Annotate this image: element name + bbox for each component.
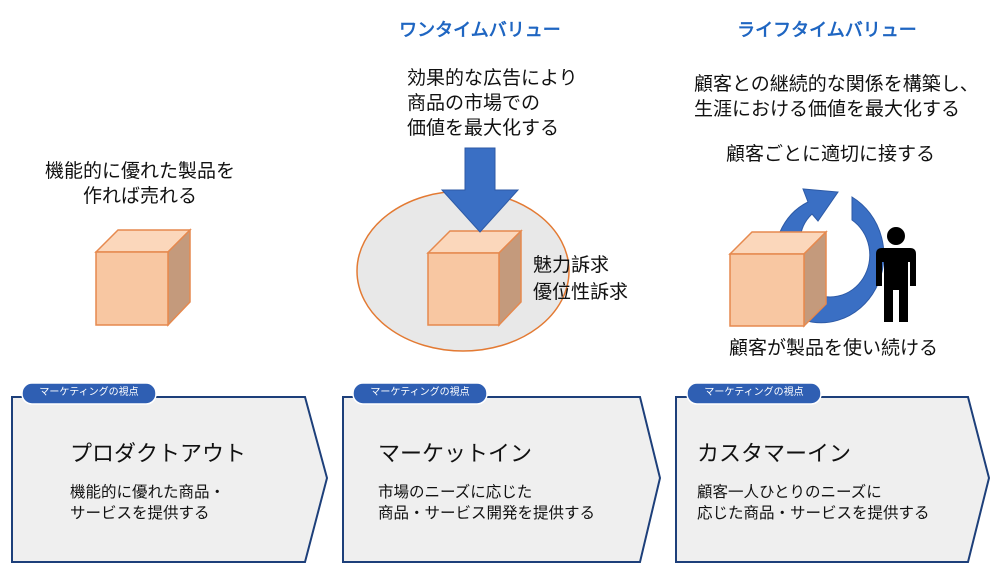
col2-caption-line2: 商品の市場での [407, 92, 541, 114]
down-arrow-icon [440, 147, 520, 233]
panel-tag-bg-2 [352, 382, 488, 405]
col2-appeal-line1: 魅力訴求 [533, 254, 610, 276]
person-icon [876, 227, 916, 322]
panel-tag-1: マーケティングの視点 [39, 387, 139, 398]
col3-cycle-top: 顧客ごとに適切に接する [726, 143, 936, 165]
product-box-1 [94, 228, 192, 327]
panel-desc-1-line1: 機能的に優れた商品・ [70, 483, 226, 501]
product-box-3 [728, 230, 828, 328]
panel-title-1: プロダクトアウト [70, 442, 247, 467]
panel-desc-2-line2: 商品・サービス開発を提供する [378, 504, 596, 522]
panel-shape-2 [342, 396, 662, 563]
panel-tag-bg-3 [686, 382, 822, 405]
col2-appeal-line2: 優位性訴求 [533, 281, 629, 303]
col3-caption-line2: 生涯における価値を最大化する [694, 98, 961, 120]
col1-caption-line1: 機能的に優れた製品を [44, 160, 235, 182]
product-box-2 [426, 229, 523, 327]
panel-shape-1 [11, 396, 329, 563]
col3-cycle-bottom: 顧客が製品を使い続ける [729, 337, 939, 359]
panel-title-2: マーケットイン [378, 442, 533, 467]
col2-caption-line1: 効果的な広告により [407, 67, 578, 89]
heading-one-time-value: ワンタイムバリュー [399, 20, 561, 41]
panel-tag-bg-1 [21, 382, 157, 405]
col1-caption-line2: 作れば売れる [82, 185, 197, 207]
panel-desc-3-line1: 顧客一人ひとりのニーズに [697, 483, 882, 501]
panel-desc-2-line1: 市場のニーズに応じた [378, 483, 533, 501]
col2-caption-line3: 価値を最大化する [407, 117, 560, 139]
panel-tag-2: マーケティングの視点 [370, 387, 470, 398]
heading-lifetime-value: ライフタイムバリュー [737, 20, 917, 41]
panel-desc-3-line2: 応じた商品・サービスを提供する [697, 504, 930, 522]
panel-tag-3: マーケティングの視点 [704, 387, 804, 398]
panel-shape-3 [675, 396, 991, 563]
col3-caption-line1: 顧客との継続的な関係を構築し、 [694, 73, 979, 95]
panel-title-3: カスタマーイン [697, 442, 852, 467]
panel-desc-1-line2: サービスを提供する [70, 504, 210, 522]
